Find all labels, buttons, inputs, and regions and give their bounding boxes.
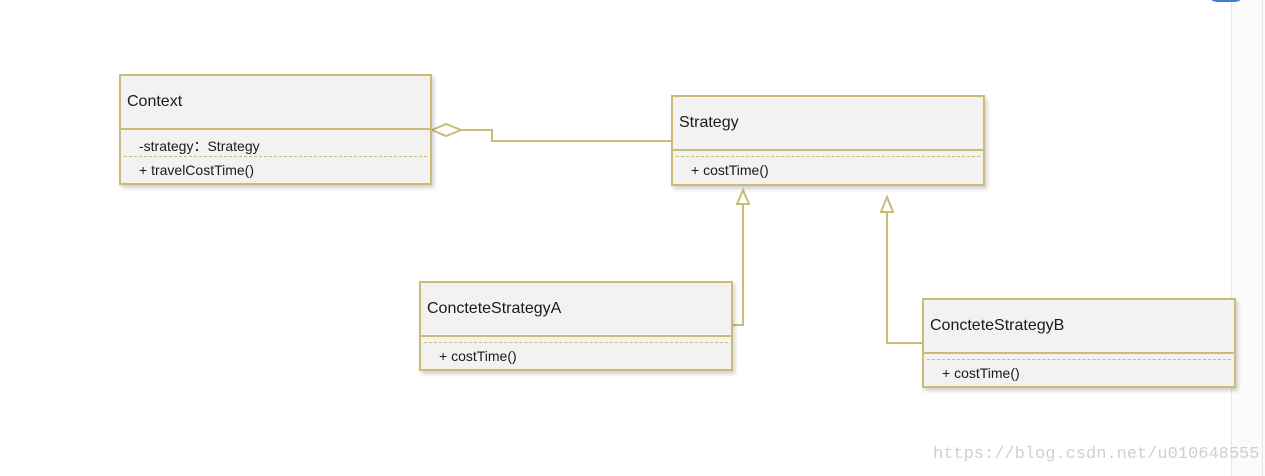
aggregation-line bbox=[461, 129, 672, 142]
class-method: + costTime() bbox=[439, 348, 517, 364]
class-context: Context -strategy：Strategy + travelCostT… bbox=[119, 74, 432, 185]
class-method: + costTime() bbox=[942, 365, 1020, 381]
generalization-arrow-b bbox=[879, 194, 895, 213]
generalization-line-b bbox=[886, 212, 923, 344]
class-name: Strategy bbox=[673, 97, 983, 151]
right-scrollbar[interactable] bbox=[1231, 0, 1265, 476]
generalization-line-a bbox=[732, 204, 744, 326]
class-concrete-strategy-b: ConcteteStrategyB + costTime() bbox=[922, 298, 1236, 388]
separator bbox=[676, 156, 980, 157]
class-method: + costTime() bbox=[691, 162, 769, 178]
separator bbox=[124, 156, 427, 157]
class-strategy: Strategy + costTime() bbox=[671, 95, 985, 186]
class-name: ConcteteStrategyA bbox=[421, 283, 731, 337]
separator bbox=[424, 342, 728, 343]
corner-indicator bbox=[1206, 0, 1246, 2]
generalization-arrow-a bbox=[735, 187, 751, 205]
class-name: ConcteteStrategyB bbox=[924, 300, 1234, 354]
scrollbar-track bbox=[1262, 0, 1263, 476]
class-name: Context bbox=[121, 76, 430, 130]
separator bbox=[927, 359, 1231, 360]
aggregation-diamond bbox=[429, 122, 464, 138]
class-attribute: -strategy：Strategy bbox=[139, 138, 260, 154]
watermark: https://blog.csdn.net/u010648555 bbox=[933, 445, 1260, 464]
class-concrete-strategy-a: ConcteteStrategyA + costTime() bbox=[419, 281, 733, 371]
class-method: + travelCostTime() bbox=[139, 162, 255, 178]
